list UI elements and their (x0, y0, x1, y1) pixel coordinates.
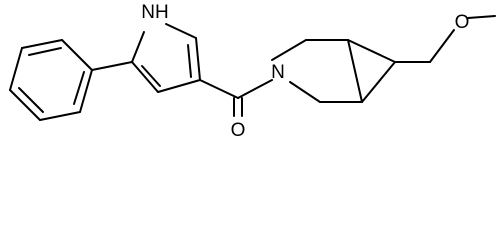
bond (289, 81, 321, 103)
bond (39, 111, 81, 121)
bond (361, 61, 396, 103)
double-bond-inner (141, 65, 161, 87)
bond (157, 79, 201, 93)
bond (131, 31, 145, 63)
double-bond-inner (18, 87, 44, 113)
bond (21, 39, 63, 49)
atom-label-ether-o: O (455, 12, 470, 33)
bond (9, 89, 41, 121)
methoxymethyl-chain (394, 15, 496, 63)
molecule-diagram: NH O N O (9, 2, 496, 141)
phenyl-ring (9, 39, 93, 121)
atom-label-n: N (271, 62, 285, 83)
bond (195, 37, 201, 81)
bond (9, 47, 23, 91)
bond (347, 39, 363, 103)
pyrrole-ring (131, 23, 201, 93)
bond (79, 69, 93, 113)
phenyl-pyrrole-bond (91, 61, 133, 71)
atom-label-carbonyl-o: O (231, 120, 246, 141)
bond (199, 79, 239, 99)
double-bond-inner (28, 47, 62, 56)
bond (429, 29, 455, 63)
bond (467, 15, 496, 19)
cyclopropane-ring (347, 39, 396, 103)
double-bond-inner (187, 44, 192, 78)
molecule-canvas: NH O N O (9, 2, 496, 141)
bond (61, 39, 93, 71)
atom-label-nh: NH (141, 2, 168, 23)
bond (271, 39, 307, 61)
bond (165, 23, 197, 39)
carbonyl-group (199, 79, 273, 117)
double-bond-inner (73, 71, 85, 105)
bond (347, 39, 396, 63)
piperidine-ring (271, 39, 363, 103)
bond (237, 79, 273, 99)
bond (131, 61, 159, 93)
